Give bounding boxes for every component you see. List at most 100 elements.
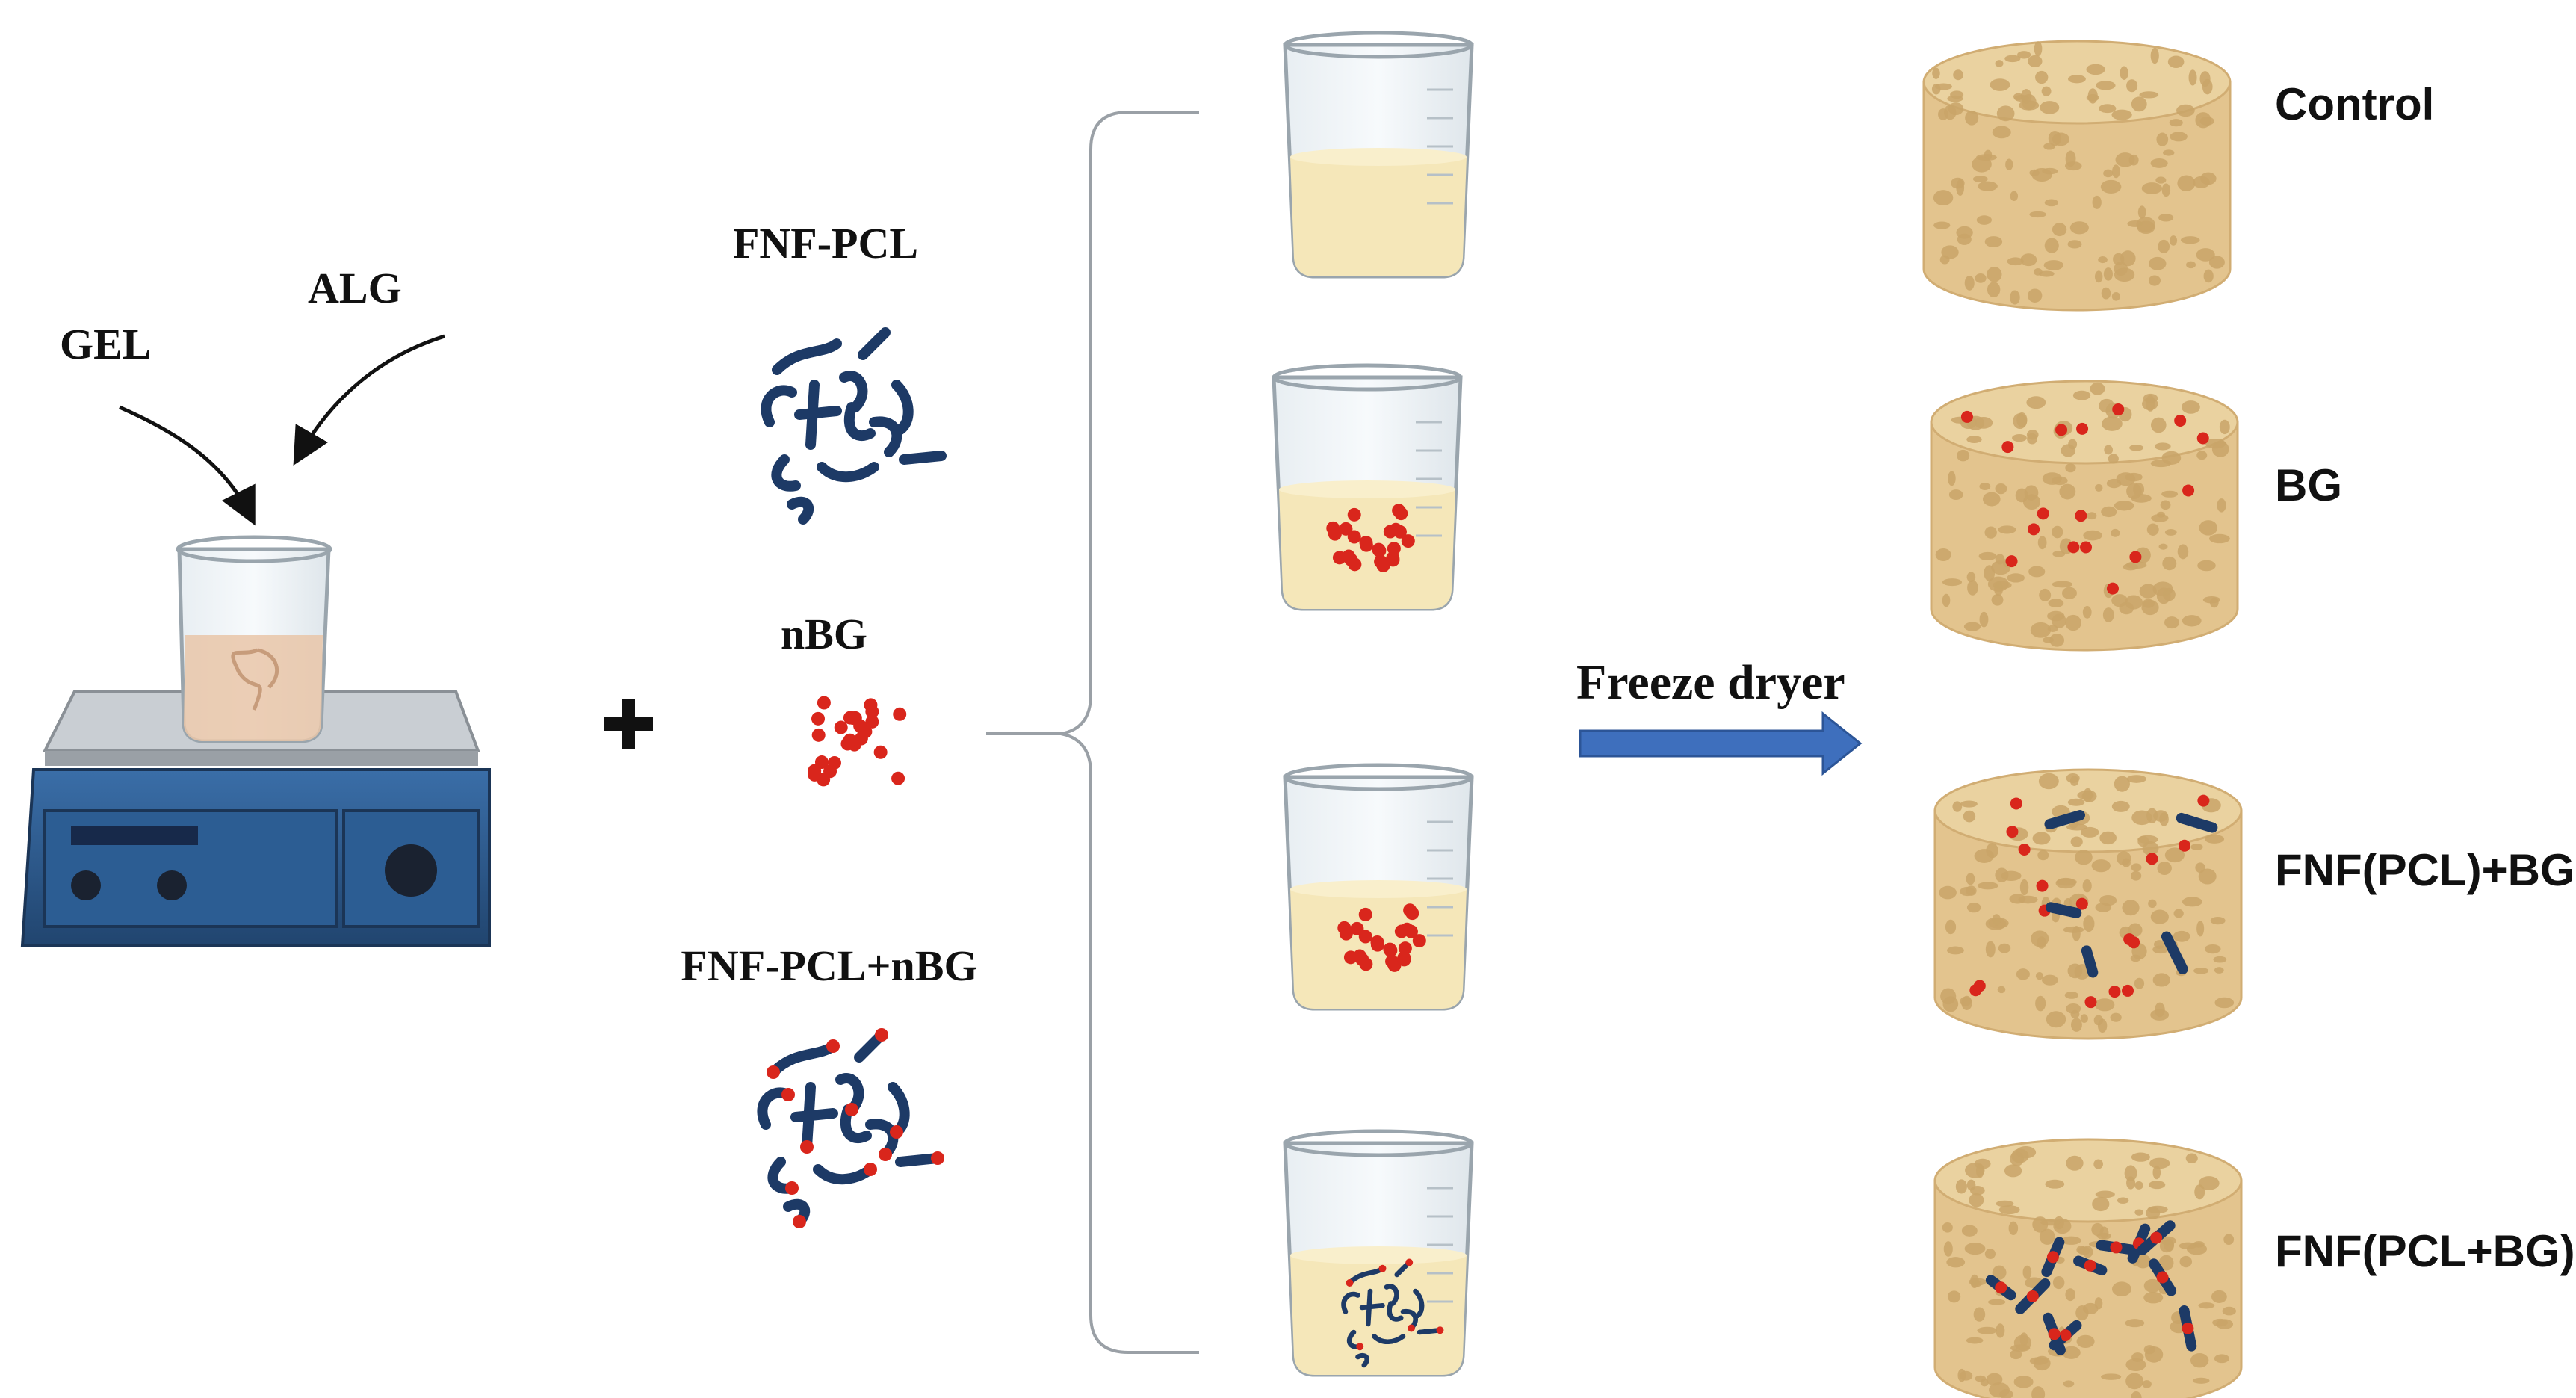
pore xyxy=(2042,974,2058,986)
bg-particle xyxy=(2084,996,2097,1009)
pore xyxy=(1966,873,1975,885)
nbg-particle xyxy=(811,711,826,726)
pore xyxy=(2156,587,2171,604)
pore xyxy=(2139,584,2157,599)
pore xyxy=(2204,835,2225,844)
pore xyxy=(1966,902,1981,913)
pore xyxy=(2190,1352,2209,1368)
nbg-particle xyxy=(891,771,905,785)
fiber xyxy=(817,462,879,483)
pore xyxy=(2086,64,2105,75)
pore xyxy=(2016,1146,2037,1159)
bg-particle xyxy=(864,1163,877,1176)
pore xyxy=(2044,238,2059,253)
pore xyxy=(2131,1152,2150,1162)
pore xyxy=(1966,436,1982,443)
pore xyxy=(2001,870,2022,881)
pore xyxy=(2067,240,2082,249)
pore xyxy=(2161,490,2179,498)
pore xyxy=(1932,67,1940,79)
pore xyxy=(1987,576,2009,592)
pore xyxy=(2120,250,2136,267)
fiber xyxy=(772,338,842,375)
pore xyxy=(1992,126,2011,139)
pore xyxy=(2164,847,2185,863)
pore xyxy=(2122,858,2131,867)
pore xyxy=(2202,78,2213,95)
pore xyxy=(2046,1011,2066,1028)
pore xyxy=(1998,943,2011,953)
pore xyxy=(1963,622,1981,631)
fiber xyxy=(813,1164,876,1185)
fiber xyxy=(2081,945,2099,978)
scaffold-label-fnf-pcl-plus-bg: FNF(PCL)+BG xyxy=(2275,845,2575,895)
bg-particle xyxy=(1385,954,1399,968)
bg-particle xyxy=(2010,797,2022,810)
bg-particle xyxy=(2112,403,2125,416)
pore xyxy=(2193,967,2209,974)
nbg-particle xyxy=(865,705,879,719)
pore xyxy=(2031,930,2049,947)
pore xyxy=(2037,536,2047,550)
pore xyxy=(2033,1355,2051,1371)
pore xyxy=(2114,776,2130,792)
pore xyxy=(2020,253,2037,267)
pore xyxy=(2095,903,2112,912)
pore xyxy=(1996,1323,2005,1338)
pore xyxy=(1969,1278,1987,1286)
bg-particle xyxy=(1372,544,1387,558)
fiber xyxy=(839,371,868,412)
nbg-particle xyxy=(814,755,829,770)
pore xyxy=(2111,800,2130,812)
bg-particle xyxy=(1328,527,1342,541)
pore xyxy=(2066,1003,2081,1014)
pore xyxy=(2004,55,2021,63)
pore xyxy=(2114,262,2128,276)
fnf-pcl-nbg-fiber-cluster xyxy=(757,1028,944,1228)
pore xyxy=(1976,1163,1984,1178)
pore xyxy=(2103,267,2113,281)
pore xyxy=(2148,899,2157,909)
bg-particle xyxy=(1348,557,1362,572)
pore xyxy=(2052,223,2067,237)
pore xyxy=(2150,417,2167,433)
pore xyxy=(1984,565,1996,581)
pore xyxy=(2010,1349,2022,1360)
pore xyxy=(2131,96,2147,112)
pore xyxy=(2143,1278,2161,1293)
display-screen xyxy=(71,826,198,845)
pore xyxy=(1935,548,1951,562)
pore xyxy=(1952,801,1963,812)
pore xyxy=(2154,940,2166,949)
bg-particle xyxy=(1393,525,1407,539)
bg-particle xyxy=(2006,826,2019,838)
pore xyxy=(1942,996,1959,1012)
pore xyxy=(1939,885,1957,900)
fiber xyxy=(771,454,801,492)
nbg-particle xyxy=(840,737,855,751)
bg-particle xyxy=(2005,555,2018,568)
pore xyxy=(1955,1179,1967,1194)
pore xyxy=(1976,215,1992,225)
pore xyxy=(1953,69,1963,81)
pore xyxy=(2177,544,2189,560)
fiber xyxy=(858,327,891,360)
pore xyxy=(2103,169,2114,178)
pore xyxy=(2198,1176,2220,1190)
pore xyxy=(1956,226,1973,239)
pore xyxy=(2195,112,2211,129)
pore xyxy=(2015,488,2028,503)
pore xyxy=(2180,236,2200,244)
pore xyxy=(2040,101,2060,114)
scaffold-label-fnf-pcl-bg: FNF(PCL+BG) xyxy=(2275,1226,2575,1276)
pore xyxy=(2091,859,2111,873)
pore xyxy=(1974,849,1994,863)
pore xyxy=(2067,75,2086,84)
pore xyxy=(2007,573,2025,583)
bg-particle xyxy=(2196,432,2209,445)
pore xyxy=(2160,1236,2176,1246)
pore xyxy=(2032,832,2051,845)
pore xyxy=(1947,946,1964,955)
pore xyxy=(2208,533,2230,544)
pore xyxy=(2211,1290,2227,1303)
